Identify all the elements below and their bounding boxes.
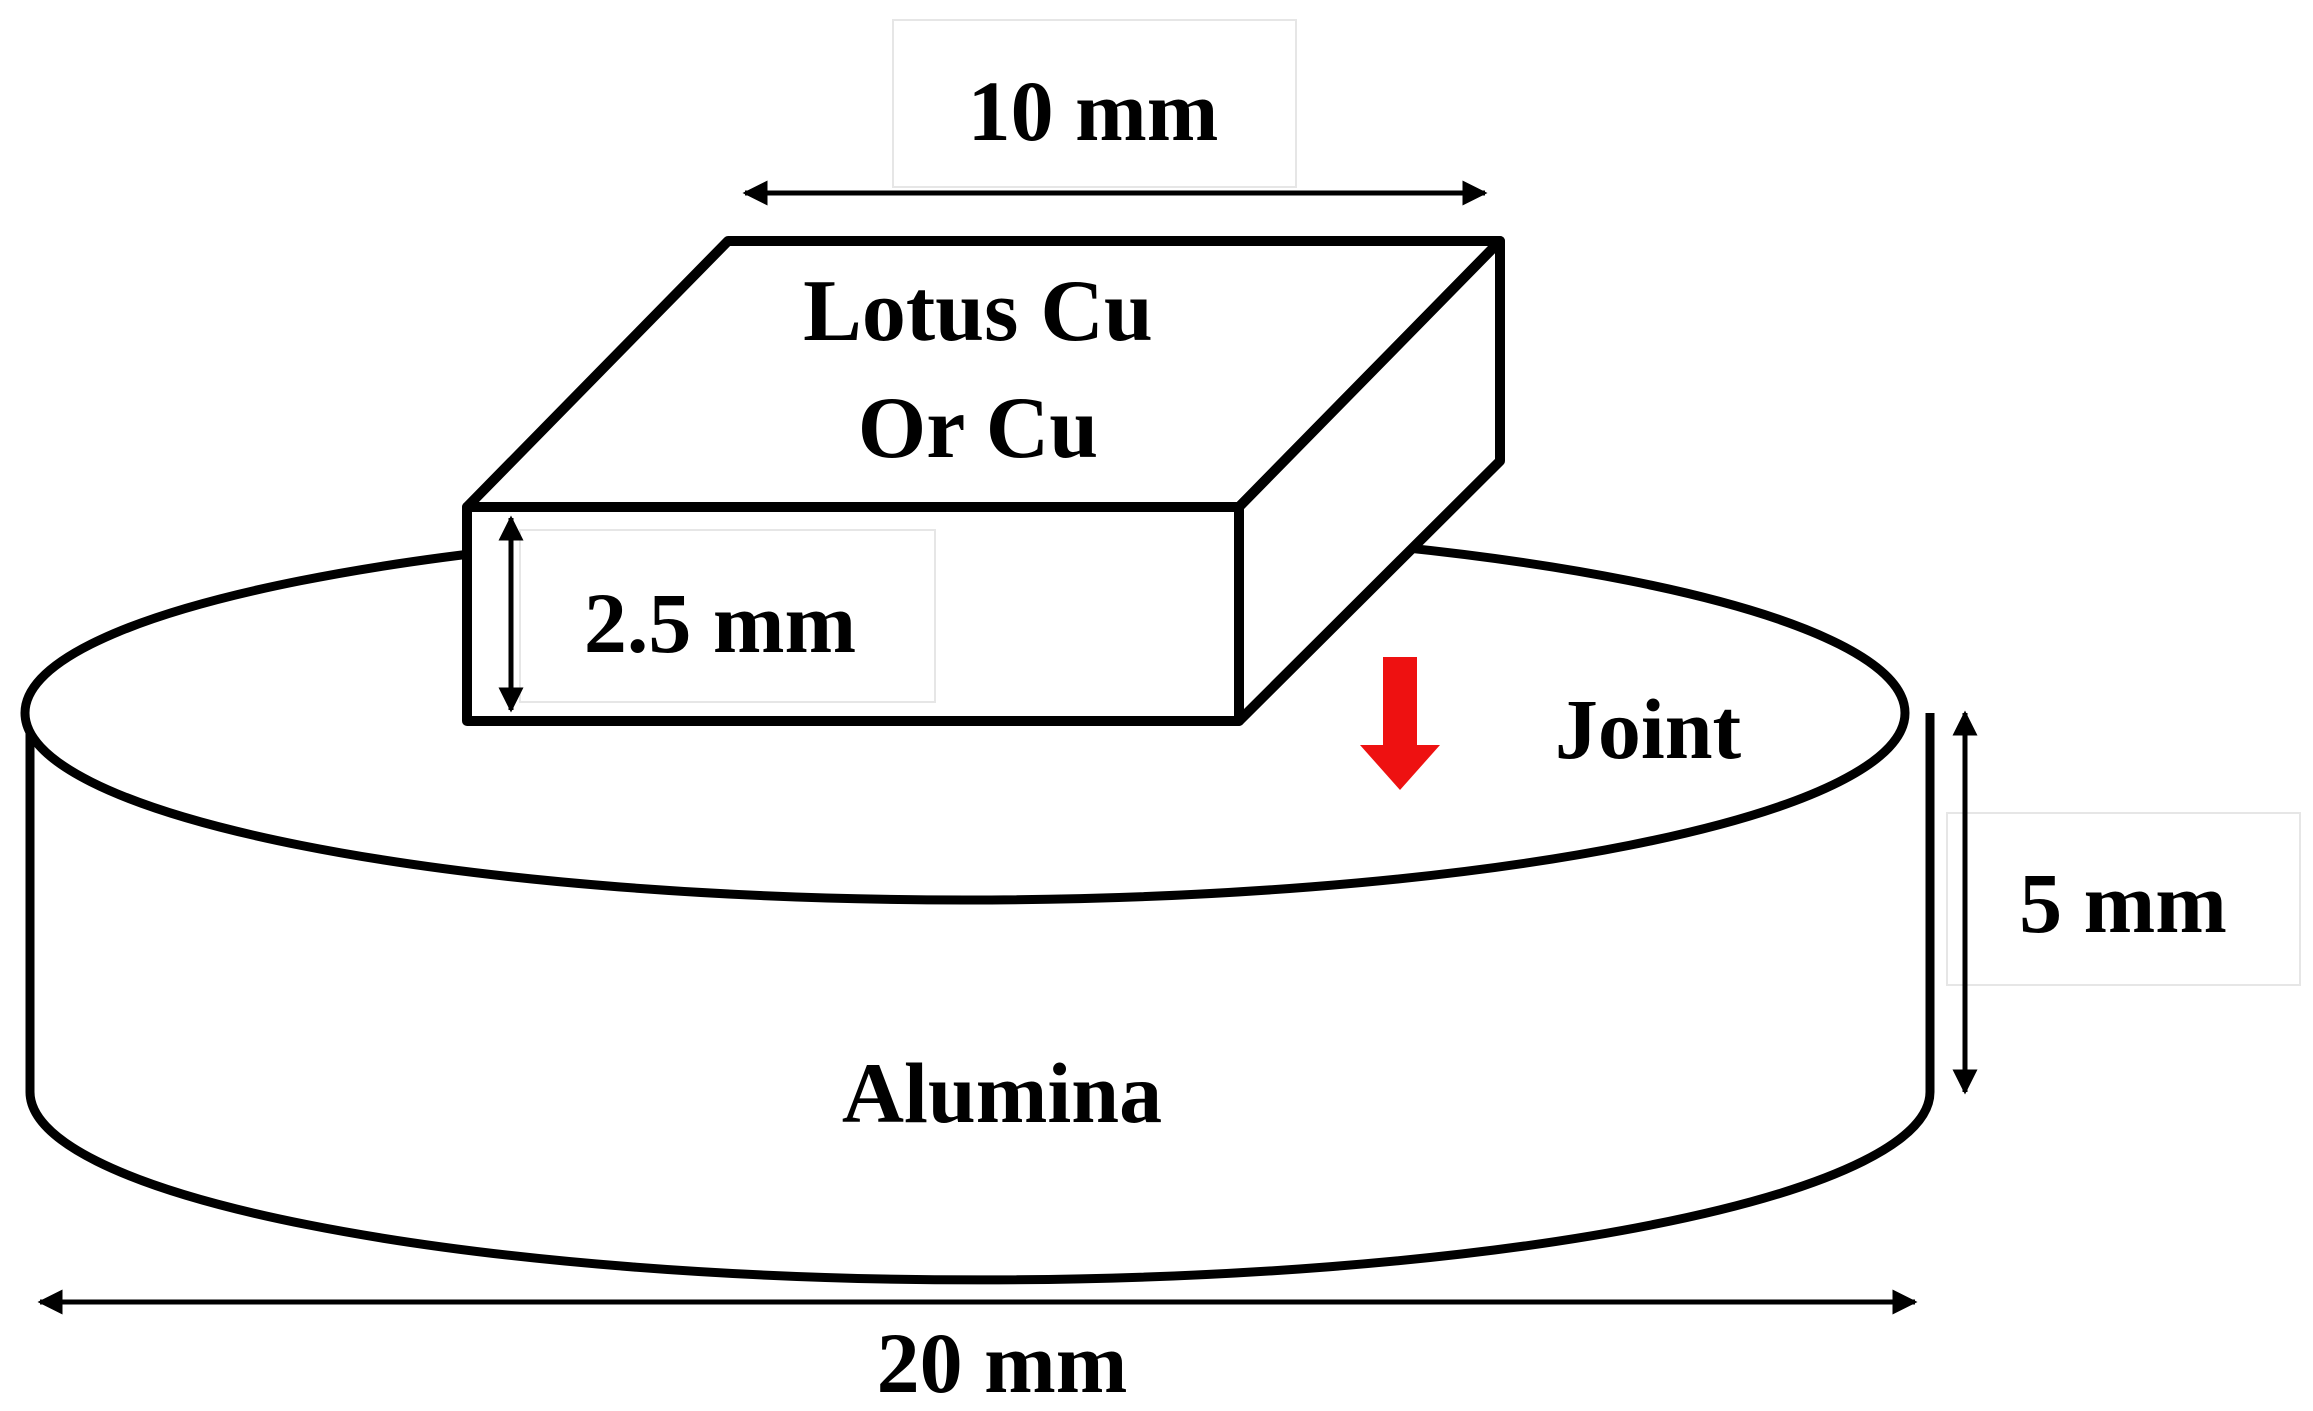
top-width-label: 10 mm	[968, 63, 1219, 159]
top-width-label-box	[892, 19, 1297, 188]
joint-arrow-icon	[1360, 657, 1440, 790]
disk-thickness-label-box	[1946, 812, 2301, 986]
joint-label: Joint	[1555, 681, 1742, 777]
block-thickness-label-box	[519, 529, 936, 703]
block-material-label-line1: Lotus Cu	[803, 263, 1153, 360]
block-material-label-line2: Or Cu	[858, 380, 1098, 477]
disk-diameter-label: 20 mm	[877, 1315, 1128, 1411]
disk-thickness-label: 5 mm	[2019, 855, 2227, 951]
disk-material-label: Alumina	[842, 1045, 1162, 1141]
block-thickness-label: 2.5 mm	[584, 575, 856, 671]
